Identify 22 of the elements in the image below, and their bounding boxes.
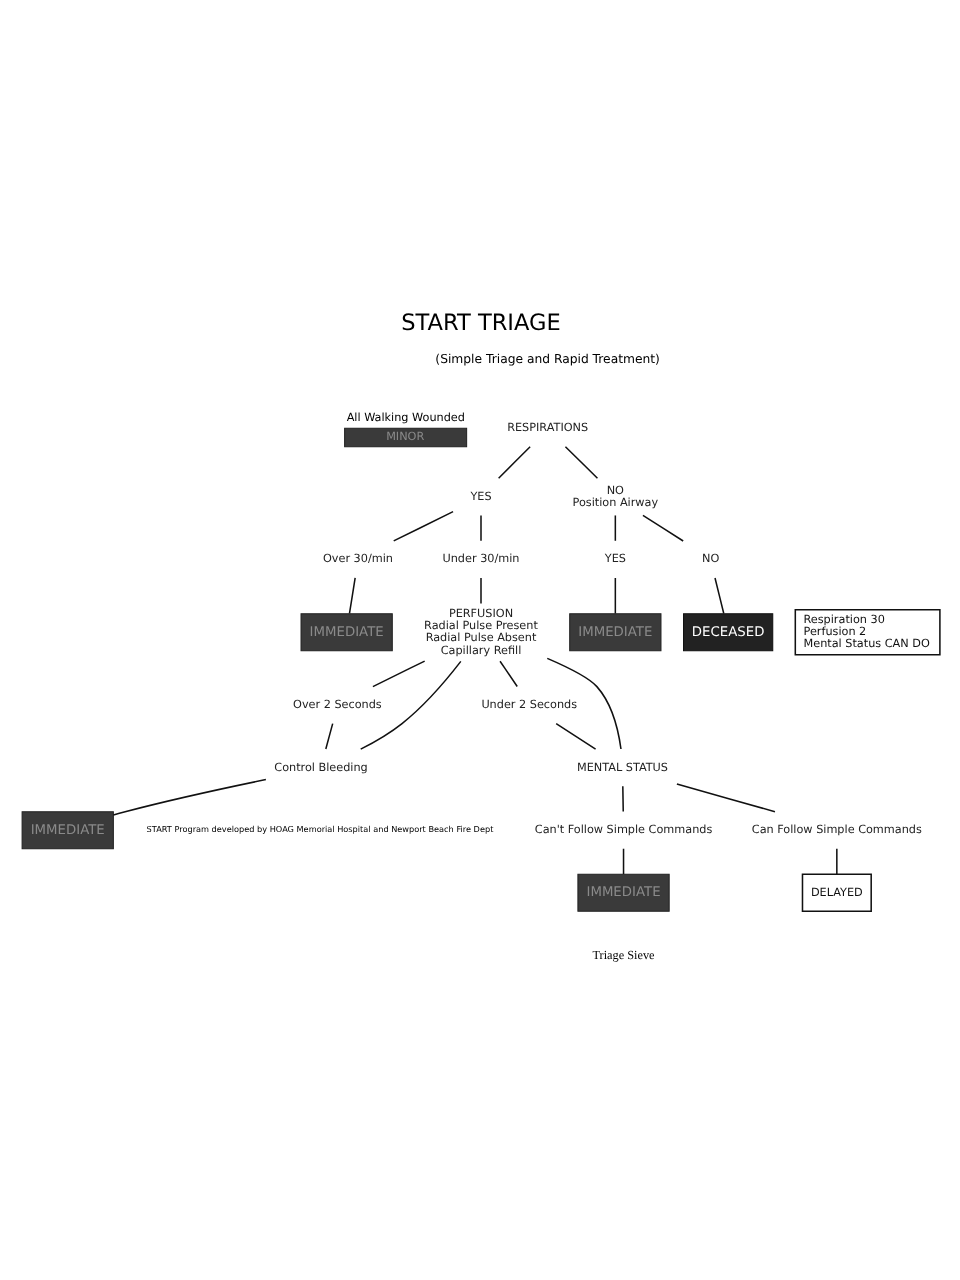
connector	[391, 509, 453, 541]
connector	[554, 721, 596, 749]
connector	[835, 846, 837, 874]
connector	[324, 721, 333, 749]
connector	[479, 513, 481, 541]
connector	[613, 513, 616, 541]
connector	[675, 782, 775, 812]
connector	[479, 576, 481, 604]
connector	[563, 445, 598, 479]
connector	[713, 576, 724, 614]
connector	[347, 576, 355, 614]
connector	[641, 513, 683, 541]
connector	[498, 659, 517, 687]
connector	[371, 659, 425, 687]
connector	[358, 659, 461, 749]
connector	[613, 576, 616, 614]
connector	[496, 445, 530, 479]
connector	[545, 656, 621, 749]
diagram-title: START TRIAGE	[400, 309, 560, 336]
connector	[621, 784, 623, 812]
connector	[111, 777, 266, 815]
connector	[621, 846, 624, 874]
